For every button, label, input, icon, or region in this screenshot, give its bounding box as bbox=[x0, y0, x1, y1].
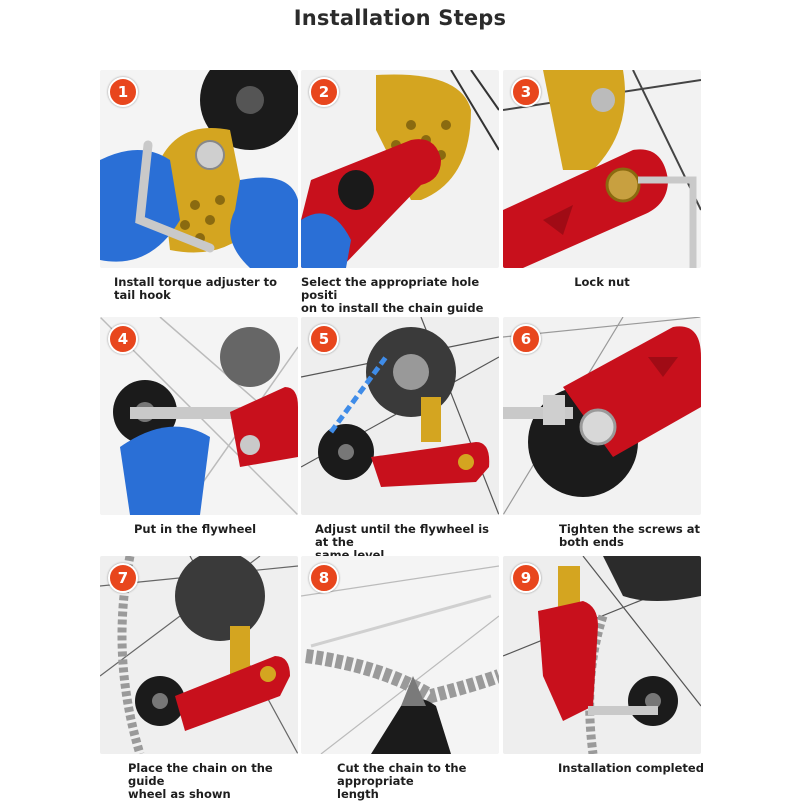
step-number-badge: 9 bbox=[511, 563, 541, 593]
step-number-badge: 5 bbox=[309, 324, 339, 354]
step-number-badge: 4 bbox=[108, 324, 138, 354]
step-caption: Place the chain on the guide wheel as sh… bbox=[128, 761, 273, 801]
step-caption: Put in the flywheel bbox=[134, 522, 257, 536]
step-number-badge: 6 bbox=[511, 324, 541, 354]
step-number-badge: 2 bbox=[309, 77, 339, 107]
step-caption: Lock nut bbox=[574, 275, 630, 289]
step-1-photo: 1 bbox=[100, 70, 298, 268]
page-title: Installation Steps bbox=[293, 6, 507, 30]
step-5-photo: 5 bbox=[301, 317, 499, 515]
step-number-badge: 3 bbox=[511, 77, 541, 107]
step-number-badge: 8 bbox=[309, 563, 339, 593]
step-8-photo: 8 bbox=[301, 556, 499, 754]
step-number-badge: 7 bbox=[108, 563, 138, 593]
step-2-photo: 2 bbox=[301, 70, 499, 268]
step-number-badge: 1 bbox=[108, 77, 138, 107]
step-caption: Tighten the screws at both ends bbox=[559, 522, 701, 549]
step-6-photo: 6 bbox=[503, 317, 701, 515]
step-caption: Cut the chain to the appropriate length bbox=[337, 761, 467, 801]
step-caption: Select the appropriate hole positi on to… bbox=[301, 275, 484, 315]
step-3-photo: 3 bbox=[503, 70, 701, 268]
step-7-photo: 7 bbox=[100, 556, 298, 754]
step-4-photo: 4 bbox=[100, 317, 298, 515]
step-9-photo: 9 bbox=[503, 556, 701, 754]
step-caption: Install torque adjuster to tail hook bbox=[114, 275, 278, 302]
step-caption: Installation completed bbox=[558, 761, 704, 775]
